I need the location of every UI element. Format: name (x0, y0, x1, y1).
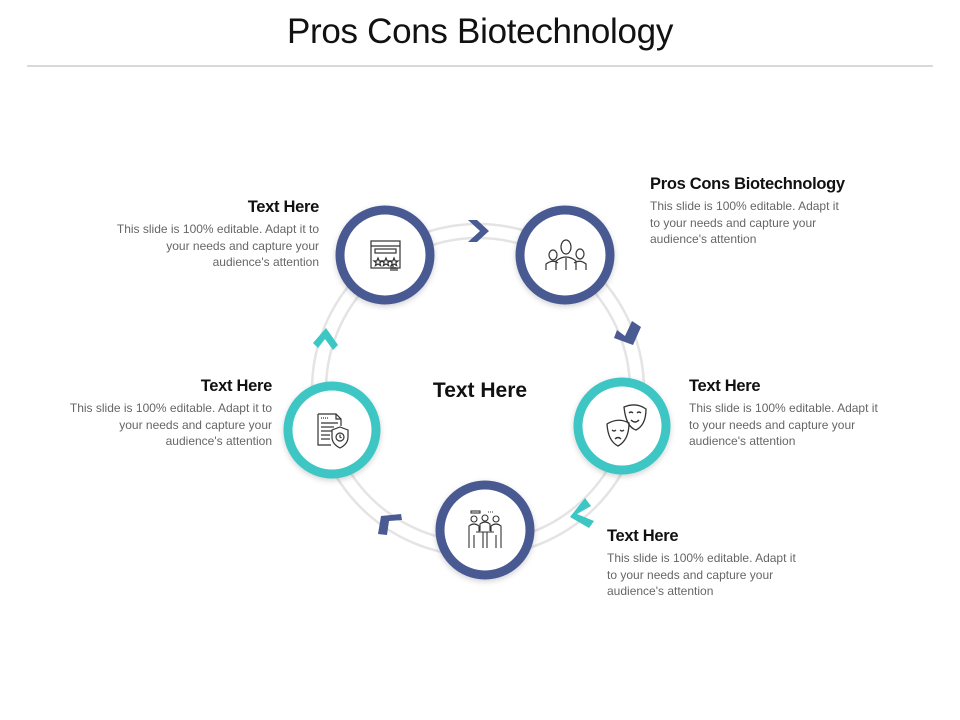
center-label: Text Here (432, 379, 528, 402)
block-body: This slide is 100% editable. Adapt it to… (607, 551, 796, 598)
rating-stars-icon (370, 240, 401, 271)
text-block-right: Text Here This slide is 100% editable. A… (689, 375, 889, 450)
text-block-top-right: Pros Cons Biotechnology This slide is 10… (650, 173, 850, 248)
block-body: This slide is 100% editable. Adapt it to… (650, 199, 839, 246)
block-body: This slide is 100% editable. Adapt it to… (116, 222, 319, 269)
arrow-bottom-left-icon (378, 514, 402, 535)
block-body: This slide is 100% editable. Adapt it to… (689, 401, 878, 448)
node-bottom (435, 480, 535, 580)
team-people-icon (545, 239, 587, 270)
block-heading: Text Here (200, 377, 273, 395)
text-block-bottom: Text Here This slide is 100% editable. A… (607, 525, 807, 600)
arrow-right-upper-icon (614, 321, 641, 345)
arrow-right-lower-icon (570, 498, 594, 528)
node-top-right (515, 205, 615, 305)
node-right (573, 377, 671, 475)
node-top-left (335, 205, 435, 305)
block-heading: Pros Cons Biotechnology (650, 175, 845, 193)
text-block-top-left: Text Here This slide is 100% editable. A… (114, 196, 319, 271)
slide-title: Pros Cons Biotechnology (286, 12, 674, 51)
title-divider (27, 65, 933, 67)
arrow-top-icon (468, 220, 489, 242)
block-heading: Text Here (247, 198, 320, 216)
block-heading: Text Here (689, 377, 761, 395)
meeting-table-icon (468, 510, 502, 548)
block-heading: Text Here (607, 527, 679, 545)
block-body: This slide is 100% editable. Adapt it to… (69, 401, 272, 448)
arrow-left-icon (313, 328, 338, 350)
theater-masks-icon (606, 404, 647, 447)
text-block-left: Text Here This slide is 100% editable. A… (67, 375, 272, 450)
document-shield-icon (317, 413, 349, 449)
